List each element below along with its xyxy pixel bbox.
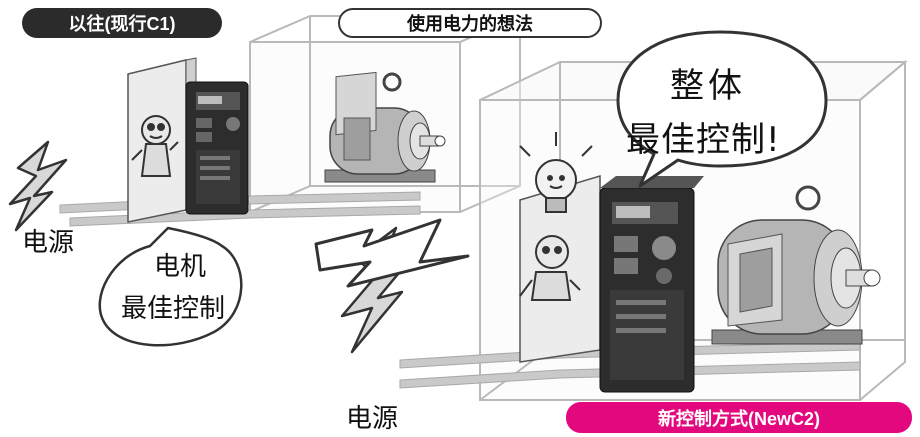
transition-arrow-icon (314, 218, 470, 288)
speech-bubble-big (616, 30, 828, 188)
lightbulb-icon (519, 132, 593, 213)
inverter-old (127, 57, 249, 223)
bubble-big-line1: 整体 (670, 66, 746, 106)
bubble-big-line2: 最佳控制! (626, 120, 781, 160)
motor-old (324, 71, 446, 183)
bubble-small-line2: 最佳控制 (121, 294, 226, 324)
power-source-label: 电源 (22, 228, 75, 258)
lightning-bolt-icon (8, 140, 68, 232)
bubble-small-line1: 电机 (154, 252, 207, 282)
new-method-badge: 新控制方式(NewC2) (566, 402, 912, 433)
motor-new (711, 185, 881, 345)
idea-label: 使用电力的想法 (407, 14, 533, 34)
mascot-icon (131, 115, 179, 177)
old-method-badge: 以往(现行C1) (22, 8, 222, 38)
speech-bubble-small (98, 226, 243, 347)
old-method-label: 以往(现行C1) (68, 14, 176, 34)
new-method-label: 新控制方式(NewC2) (657, 408, 820, 429)
mascot-icon (519, 235, 581, 301)
power-source-label: 电源 (346, 404, 399, 434)
idea-badge: 使用电力的想法 (338, 8, 602, 38)
inverter-new (519, 174, 704, 393)
